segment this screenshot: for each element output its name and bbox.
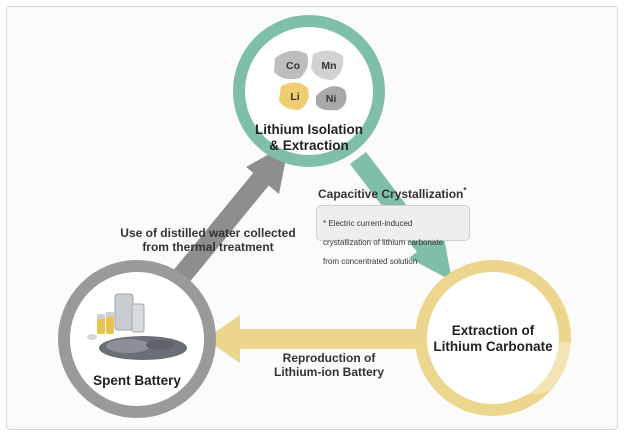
element-symbol-mn: Mn <box>321 60 337 72</box>
arrow-right-to-left <box>205 315 418 363</box>
element-rock-co <box>274 50 309 80</box>
edge-right-to-left-line2: Lithium-ion Battery <box>274 365 384 380</box>
node-top-title-line1: Lithium Isolation <box>255 122 363 137</box>
edge-left-to-top-line2: from thermal treatment <box>142 240 274 255</box>
node-right-circle <box>415 260 571 416</box>
arrow-left-to-top <box>172 143 289 285</box>
element-rock-ni <box>316 86 347 111</box>
footnote-line2: crystallization of lithium carbonate <box>323 237 444 247</box>
battery-illustration <box>87 293 187 360</box>
edge-left-to-top-line1: Use of distilled water collected <box>120 226 296 240</box>
node-right-title: Extraction of Lithium Carbonate <box>428 323 558 355</box>
edge-right-to-left-line1: Reproduction of <box>282 351 376 365</box>
node-top-title: Lithium Isolation & Extraction <box>249 122 369 154</box>
watermark-swirl <box>520 342 590 395</box>
edge-left-to-top-label: Use of distilled water collected from th… <box>108 226 308 255</box>
node-top-title-line2: & Extraction <box>269 138 349 154</box>
node-top-circle <box>233 15 385 167</box>
element-rock-mn <box>311 50 344 80</box>
footnote-box: * Electric current-induced crystallizati… <box>316 205 470 266</box>
edge-top-to-right-text: Capacitive Crystallization <box>318 187 464 201</box>
node-left-title: Spent Battery <box>93 373 181 388</box>
footnote-line1: * Electric current-induced <box>323 218 413 228</box>
footnote-marker: * <box>463 186 467 195</box>
element-symbol-co: Co <box>286 60 300 72</box>
element-symbol-li: Li <box>290 91 300 103</box>
element-rock-li <box>279 82 309 110</box>
footnote-text: * Electric current-induced crystallizati… <box>323 209 443 276</box>
edge-top-to-right-label: Capacitive Crystallization* <box>318 186 478 201</box>
edge-right-to-left-label: Reproduction of Lithium-ion Battery <box>254 351 404 380</box>
node-right-title-line2: Lithium Carbonate <box>433 339 553 355</box>
element-symbol-ni: Ni <box>325 93 337 105</box>
node-right-title-line1: Extraction of <box>451 323 535 338</box>
footnote-line3: from concentrated solution <box>323 256 418 266</box>
